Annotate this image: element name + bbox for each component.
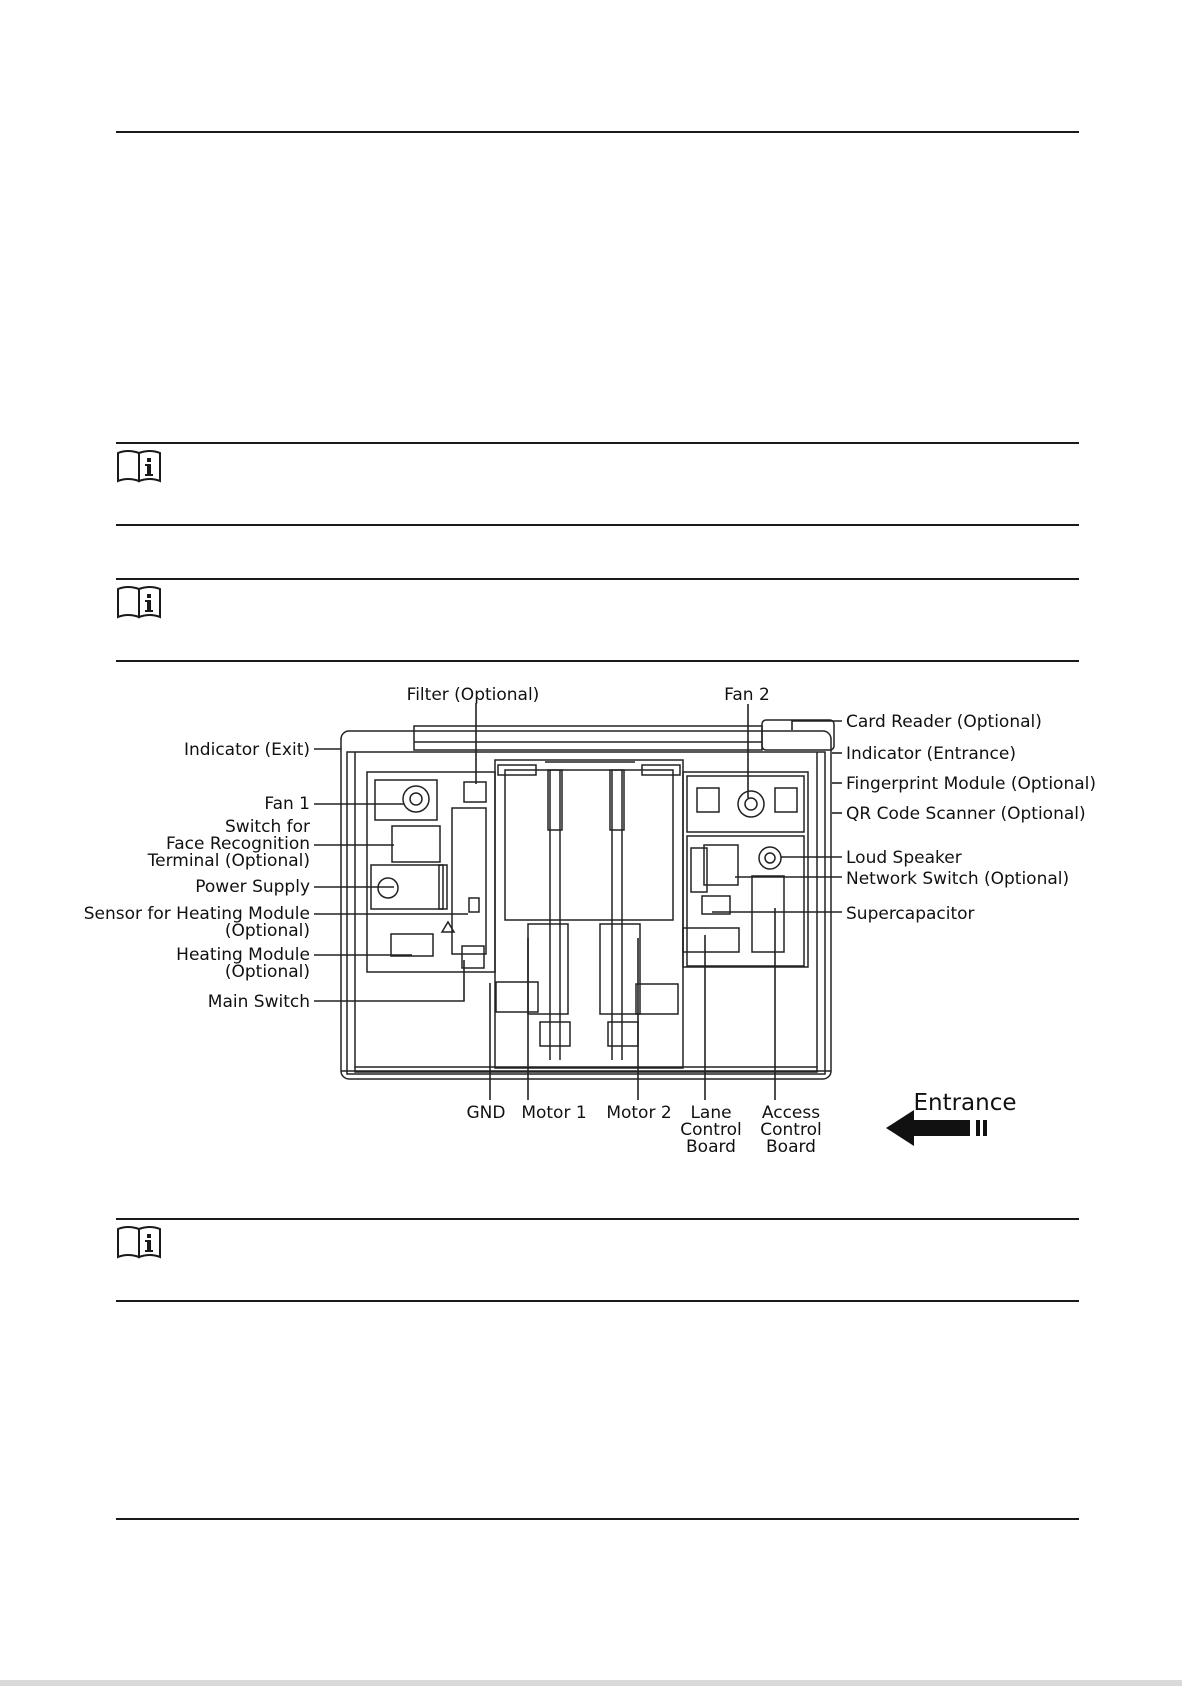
label-lane-control-1: Lane [690, 1103, 731, 1123]
label-sensor-heating-1: Sensor for Heating Module [84, 904, 310, 924]
label-indicator-entrance: Indicator (Entrance) [846, 744, 1016, 764]
label-lane-control-3: Board [686, 1137, 736, 1157]
label-heating-module-1: Heating Module [176, 945, 310, 965]
label-indicator-exit: Indicator (Exit) [184, 740, 310, 760]
label-sensor-heating-2: (Optional) [225, 921, 310, 941]
label-power-supply: Power Supply [195, 877, 310, 897]
page-bottom-edge [0, 1680, 1182, 1686]
label-qr-code-scanner: QR Code Scanner (Optional) [846, 804, 1086, 824]
label-fan-2: Fan 2 [724, 685, 770, 705]
label-fan-1: Fan 1 [264, 794, 310, 814]
note3-top-rule [116, 1218, 1079, 1220]
label-access-control-2: Control [760, 1120, 821, 1140]
label-switch-face-1: Switch for [225, 817, 310, 837]
label-main-switch: Main Switch [208, 992, 310, 1012]
label-supercapacitor: Supercapacitor [846, 904, 975, 924]
label-loud-speaker: Loud Speaker [846, 848, 962, 868]
info-book-icon [116, 1225, 162, 1259]
info-book-icon [116, 449, 162, 483]
info-book-icon [116, 585, 162, 619]
arrow-left-icon [886, 1110, 987, 1146]
label-fingerprint-module: Fingerprint Module (Optional) [846, 774, 1096, 794]
note2-top-rule [116, 578, 1079, 580]
label-switch-face-2: Face Recognition [166, 834, 310, 854]
label-access-control-1: Access [762, 1103, 820, 1123]
note1-top-rule [116, 442, 1079, 444]
cabinet-drawing [340, 719, 835, 1080]
label-heating-module-2: (Optional) [225, 962, 310, 982]
label-filter: Filter (Optional) [407, 685, 540, 705]
label-motor-1: Motor 1 [521, 1103, 586, 1123]
note2-bottom-rule [116, 660, 1079, 662]
callout-leader-lines [314, 703, 842, 1100]
label-card-reader: Card Reader (Optional) [846, 712, 1042, 732]
note1-bottom-rule [116, 524, 1079, 526]
label-access-control-3: Board [766, 1137, 816, 1157]
label-network-switch: Network Switch (Optional) [846, 869, 1069, 889]
label-gnd: GND [467, 1103, 506, 1123]
label-switch-face-3: Terminal (Optional) [147, 851, 310, 871]
label-lane-control-2: Control [680, 1120, 741, 1140]
note3-bottom-rule [116, 1300, 1079, 1302]
bottom-rule [116, 1518, 1079, 1520]
top-rule [116, 131, 1079, 133]
label-entrance: Entrance [913, 1090, 1016, 1116]
callout-labels: Filter (Optional) Fan 2 Card Reader (Opt… [84, 685, 1096, 1157]
label-motor-2: Motor 2 [606, 1103, 671, 1123]
